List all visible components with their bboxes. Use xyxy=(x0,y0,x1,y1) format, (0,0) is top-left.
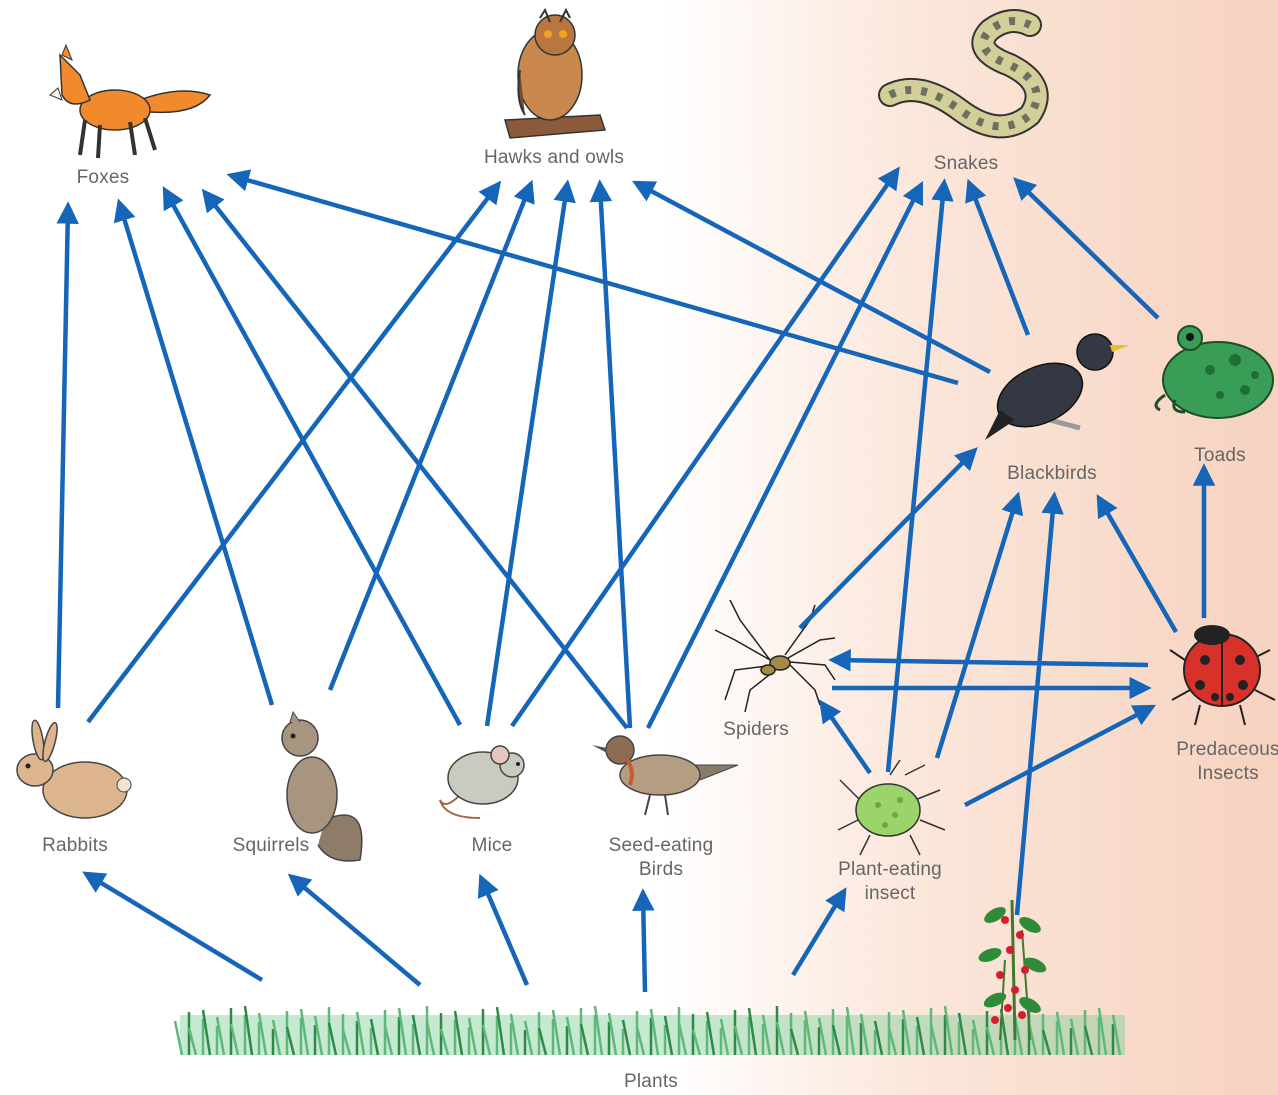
arrow-spiders-to-blackbirds xyxy=(800,452,973,628)
node-label-blackbirds: Blackbirds xyxy=(1007,462,1097,486)
arrow-seedbirds-to-hawks xyxy=(600,186,630,728)
node-label-plants: Plants xyxy=(624,1070,678,1094)
node-label-toads: Toads xyxy=(1194,444,1246,468)
arrow-plants-to-seedbirds xyxy=(643,895,645,992)
arrow-plants-to-mice xyxy=(482,880,527,985)
arrow-seedbirds-to-snakes xyxy=(648,187,920,728)
node-label-predaceous: Predaceous Insects xyxy=(1176,738,1278,786)
arrow-planteating-to-spiders xyxy=(823,705,870,773)
fox-icon xyxy=(50,45,210,158)
arrow-squirrels-to-hawks xyxy=(330,186,530,690)
snake-icon xyxy=(890,21,1037,126)
node-label-planteating: Plant-eating insect xyxy=(838,858,942,906)
owl-icon xyxy=(505,10,605,138)
node-label-seedbirds: Seed-eating Birds xyxy=(609,834,714,882)
arrow-rabbits-to-hawks xyxy=(88,186,497,722)
arrow-predaceous-to-blackbirds xyxy=(1100,500,1176,632)
arrow-plants-to-rabbits xyxy=(88,875,262,980)
arrow-plants-to-blackbirds xyxy=(1017,498,1054,915)
node-label-rabbits: Rabbits xyxy=(42,834,108,858)
arrow-planteating-to-predaceous xyxy=(965,708,1150,805)
arrow-blackbirds-to-snakes xyxy=(970,185,1028,335)
toad-icon xyxy=(1156,326,1273,418)
mouse-icon xyxy=(440,746,524,818)
arrow-planteating-to-snakes xyxy=(888,185,944,772)
bird-icon xyxy=(592,736,738,815)
arrow-plants-to-squirrels xyxy=(293,878,420,985)
ladybug-icon xyxy=(1170,625,1275,725)
rabbit-icon xyxy=(17,719,131,818)
arrow-mice-to-snakes xyxy=(512,172,896,726)
node-label-hawks: Hawks and owls xyxy=(484,146,624,170)
arrow-rabbits-to-foxes xyxy=(58,208,68,708)
arrow-blackbirds-to-foxes xyxy=(233,176,958,383)
node-label-snakes: Snakes xyxy=(934,152,999,176)
arrow-predaceous-to-spiders xyxy=(835,660,1148,665)
arrow-toads-to-snakes xyxy=(1018,182,1158,318)
node-label-foxes: Foxes xyxy=(77,166,130,190)
node-label-spiders: Spiders xyxy=(723,718,789,742)
grass-icon xyxy=(175,1006,1125,1055)
spider-icon xyxy=(715,600,835,712)
aphid-icon xyxy=(838,760,945,855)
arrow-plants-to-planteating xyxy=(793,893,843,975)
arrow-planteating-to-blackbirds xyxy=(937,498,1017,758)
blackbird-icon xyxy=(985,334,1130,440)
node-label-squirrels: Squirrels xyxy=(233,834,310,858)
arrow-squirrels-to-foxes xyxy=(120,205,272,705)
node-label-mice: Mice xyxy=(472,834,513,858)
